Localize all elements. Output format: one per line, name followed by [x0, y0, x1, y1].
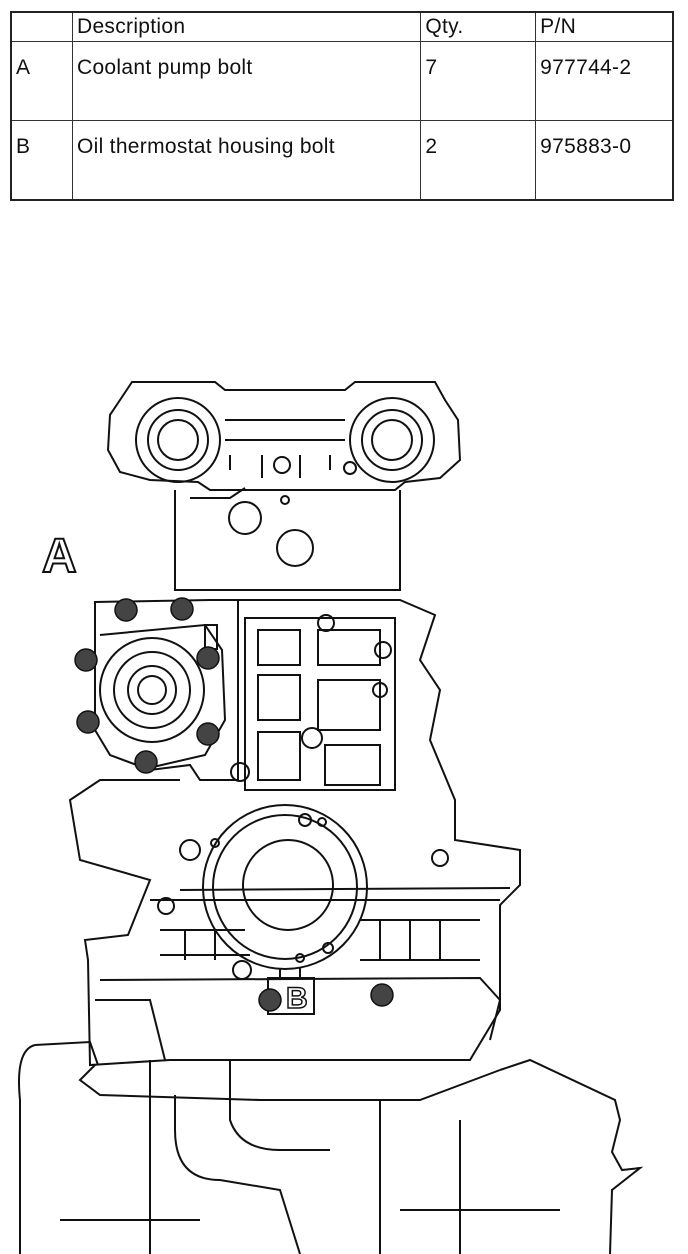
cylinder-head: [106, 381, 462, 491]
row-qty: 7: [420, 41, 537, 121]
bolt-a-5: [76, 710, 100, 734]
bolt-a-1: [114, 598, 138, 622]
row-pn: 977744-2: [535, 41, 674, 121]
row-description: Oil thermostat housing bolt: [71, 120, 422, 201]
bolt-a-3: [74, 648, 98, 672]
header-description: Description: [71, 11, 422, 42]
table-row: A Coolant pump bolt 7 977744-2: [10, 41, 674, 121]
bolt-a-2: [170, 597, 194, 621]
row-key: B: [10, 120, 73, 201]
header-qty: Qty.: [420, 11, 537, 42]
callout-a-label: A: [42, 530, 77, 583]
table-row: B Oil thermostat housing bolt 2 975883-0: [10, 120, 674, 201]
oil-thermostat-bolts: [258, 983, 394, 1012]
parts-table: Description Qty. P/N A Coolant pump bolt…: [10, 11, 674, 201]
crankshaft-seal-housing: [157, 804, 449, 980]
engine-block: [68, 599, 521, 1067]
engine-block-upper: [174, 487, 401, 591]
oil-pan: [18, 1040, 644, 1254]
engine-diagram: A B: [0, 360, 688, 1254]
coolant-pump-bolts: [74, 597, 220, 774]
header-key: [10, 11, 73, 42]
row-qty: 2: [420, 120, 537, 201]
bolt-b-1: [258, 988, 282, 1012]
bolt-b-2: [370, 983, 394, 1007]
bolt-a-7: [134, 750, 158, 774]
coolant-pump-housing: [94, 599, 239, 781]
row-key: A: [10, 41, 73, 121]
bolt-a-6: [196, 722, 220, 746]
row-description: Coolant pump bolt: [71, 41, 422, 121]
bolt-a-4: [196, 646, 220, 670]
header-pn: P/N: [535, 11, 674, 42]
callout-b-label: B: [286, 982, 308, 1015]
table-header-row: Description Qty. P/N: [10, 11, 674, 42]
row-pn: 975883-0: [535, 120, 674, 201]
